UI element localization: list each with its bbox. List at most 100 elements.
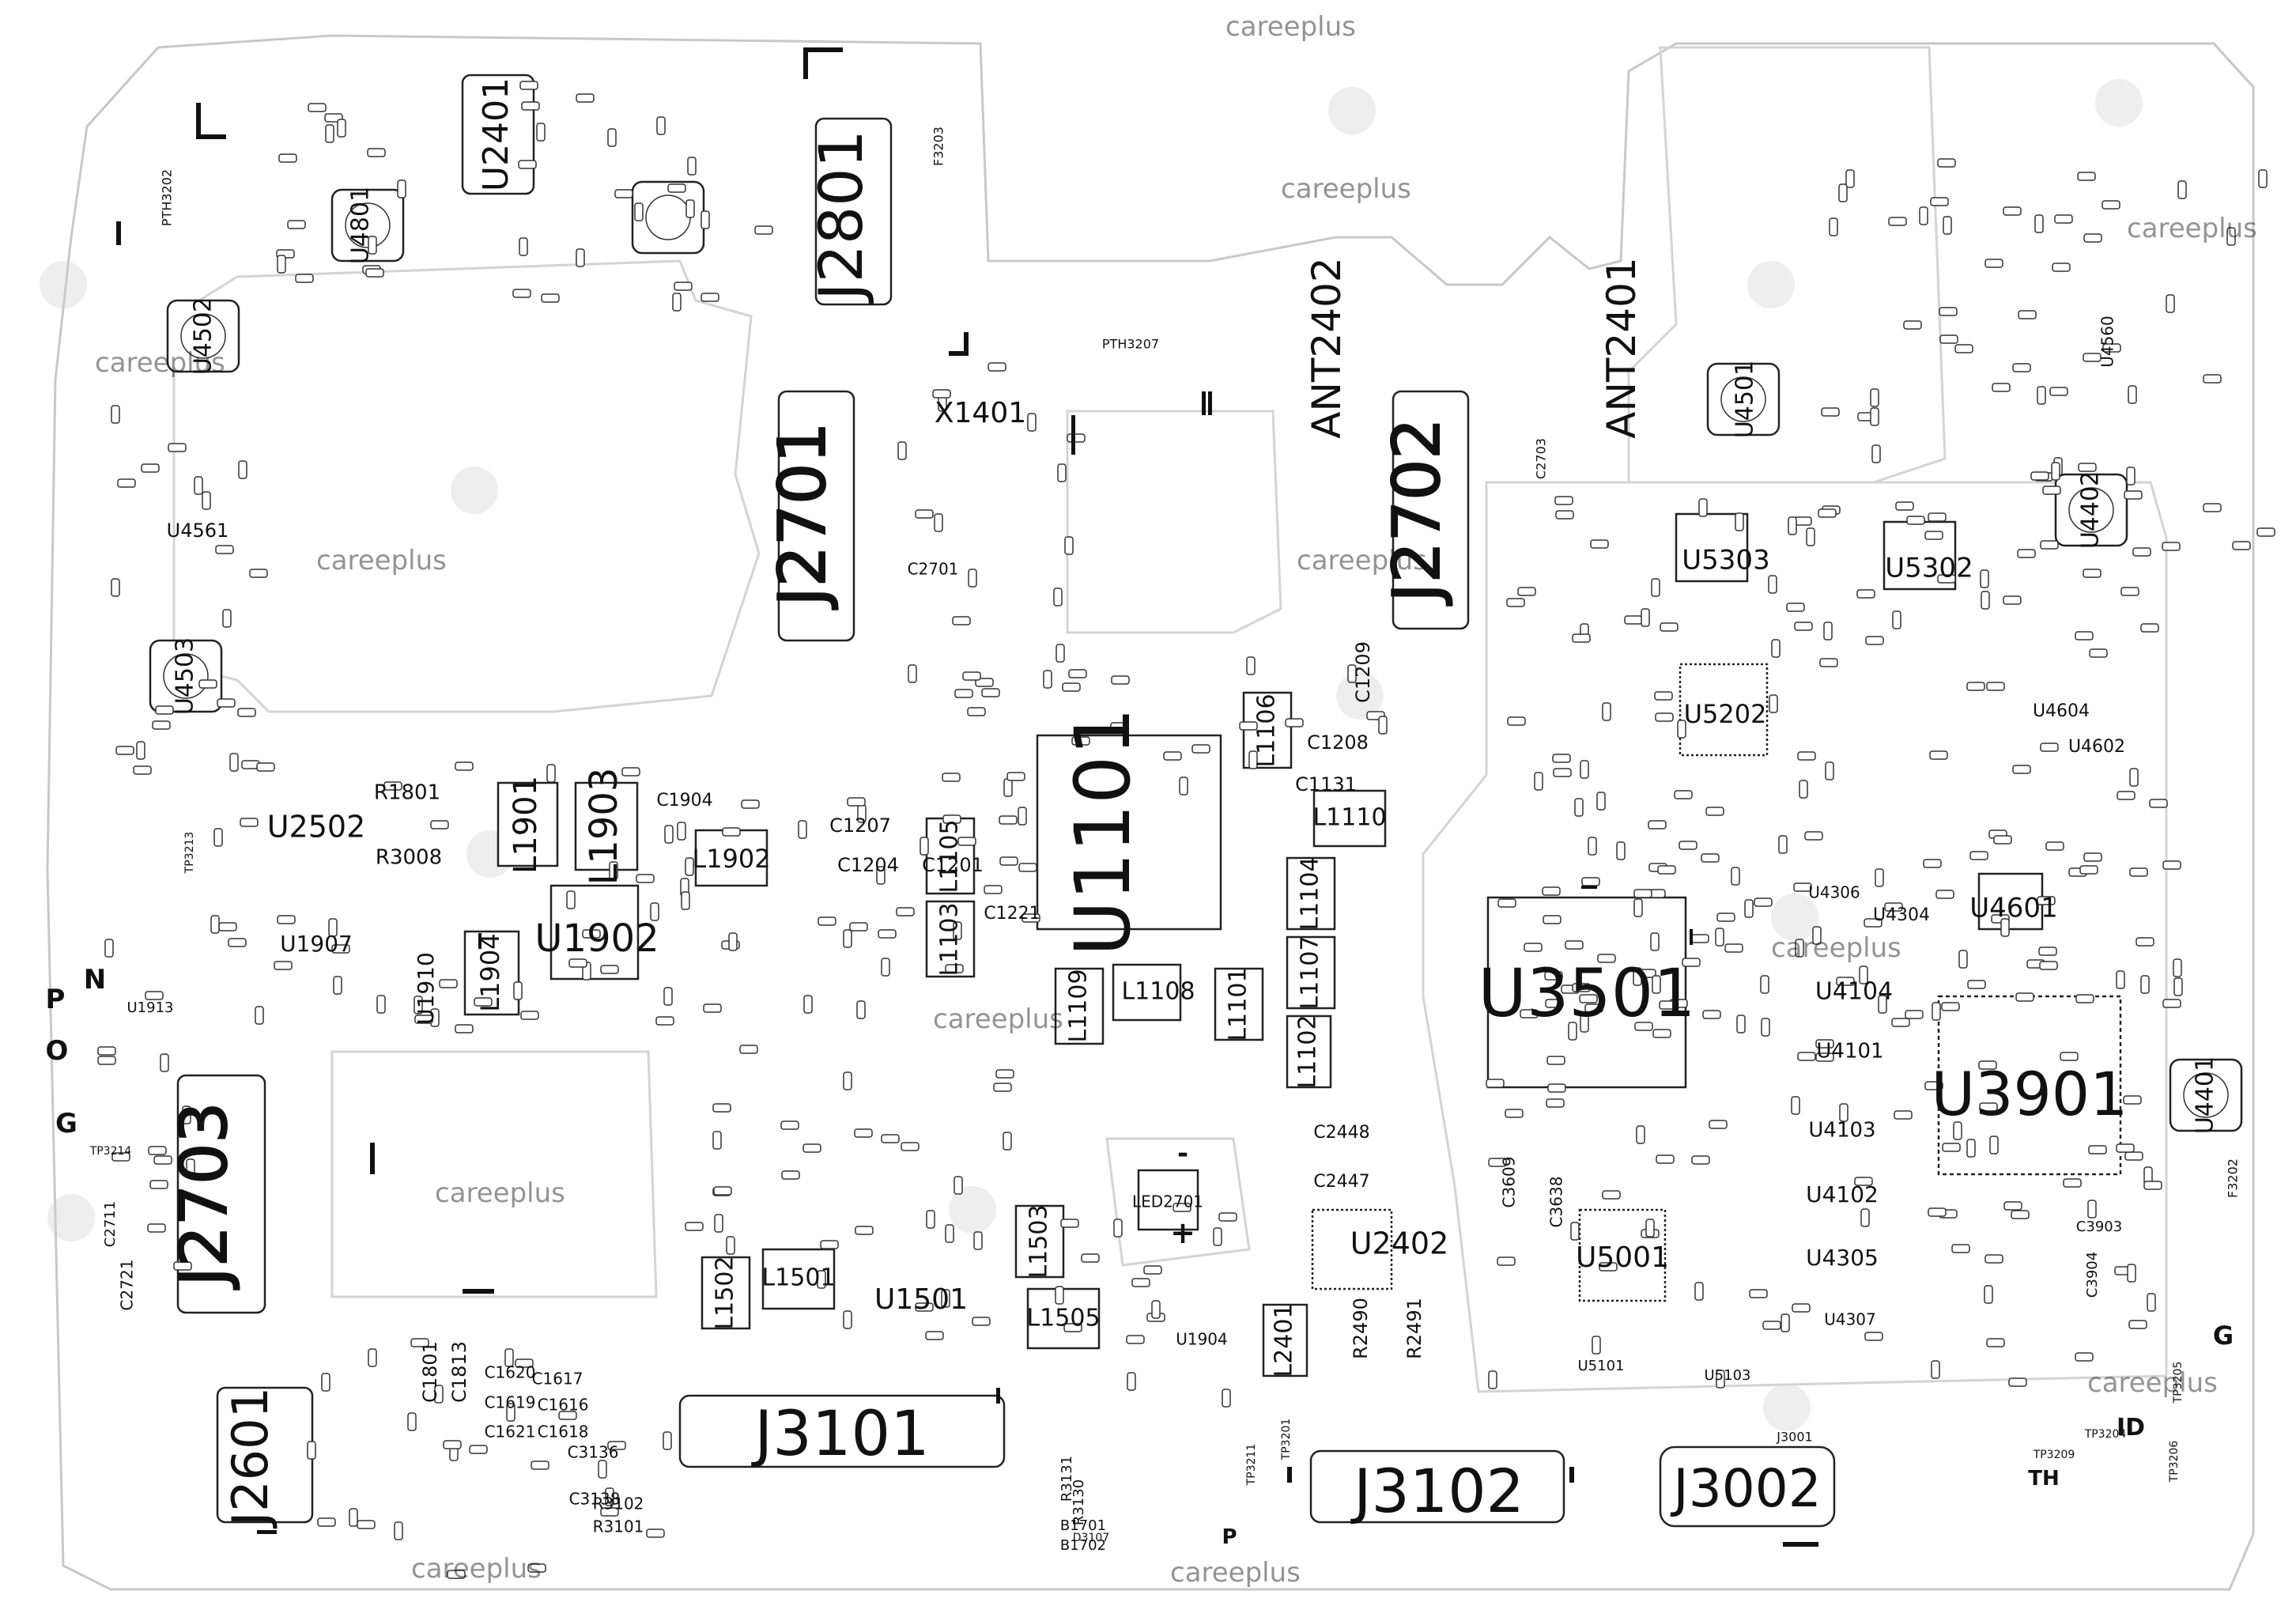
passive-pad bbox=[925, 1331, 944, 1340]
passive-pad bbox=[321, 1373, 330, 1392]
passive-pad bbox=[1892, 610, 1901, 629]
passive-pad bbox=[2040, 743, 2059, 752]
passive-pad bbox=[1081, 1253, 1100, 1263]
passive-pad bbox=[2003, 1201, 2022, 1211]
passive-pad bbox=[881, 1134, 900, 1143]
passive-pad bbox=[1572, 983, 1591, 992]
passive-pad bbox=[1928, 512, 1947, 522]
passive-pad bbox=[2039, 961, 2058, 970]
passive-pad bbox=[198, 679, 217, 689]
passive-pad bbox=[2075, 1352, 2094, 1362]
passive-pad bbox=[1488, 1370, 1497, 1389]
passive-pad bbox=[2075, 994, 2094, 1003]
passive-pad bbox=[1597, 954, 1616, 963]
designator-u4801: U4801 bbox=[347, 187, 375, 264]
passive-pad bbox=[519, 237, 528, 256]
passive-pad bbox=[1553, 768, 1572, 777]
passive-pad bbox=[2042, 486, 2061, 495]
passive-pad bbox=[394, 1521, 403, 1540]
passive-pad bbox=[1064, 536, 1074, 555]
designator-u2402: U2402 bbox=[1350, 1226, 1449, 1261]
passive-pad bbox=[2083, 353, 2102, 362]
passive-pad bbox=[1788, 516, 1797, 535]
passive-pad bbox=[1815, 1039, 1834, 1049]
passive-pad bbox=[1864, 918, 1882, 928]
passive-pad bbox=[1651, 578, 1660, 597]
board-inner-frame-top-right bbox=[1627, 46, 1947, 484]
label-u3901: U3901 bbox=[1931, 1059, 2128, 1129]
passive-pad bbox=[1581, 877, 1600, 886]
passive-pad bbox=[277, 915, 296, 924]
passive-pad bbox=[953, 921, 962, 940]
passive-pad bbox=[1507, 716, 1526, 726]
passive-pad bbox=[915, 1302, 934, 1312]
passive-pad bbox=[957, 837, 976, 846]
passive-pad bbox=[1951, 1244, 1970, 1253]
designator-u1904: U1904 bbox=[1176, 1330, 1228, 1349]
passive-pad bbox=[677, 822, 686, 841]
passive-pad bbox=[1674, 790, 1693, 799]
passive-pad bbox=[1616, 841, 1626, 860]
passive-pad bbox=[434, 1385, 444, 1404]
passive-pad bbox=[655, 1016, 674, 1026]
passive-pad bbox=[1701, 853, 1720, 863]
designator-j3001: J3001 bbox=[1776, 1430, 1812, 1445]
passive-pad bbox=[1596, 792, 1606, 811]
passive-pad bbox=[941, 1289, 950, 1308]
passive-pad bbox=[1378, 716, 1388, 735]
passive-pad bbox=[1888, 217, 1907, 226]
passive-pad bbox=[1781, 1313, 1790, 1332]
passive-pad bbox=[1823, 622, 1833, 641]
passive-pad bbox=[325, 124, 334, 143]
passive-pad bbox=[856, 1000, 866, 1019]
passive-pad bbox=[1505, 1109, 1524, 1118]
passive-pad bbox=[1588, 837, 1597, 856]
passive-pad bbox=[2015, 992, 2034, 1002]
passive-pad bbox=[2162, 999, 2181, 1008]
designator-tp3209: TP3209 bbox=[2033, 1449, 2075, 1461]
passive-pad bbox=[1797, 751, 1816, 761]
passive-pad bbox=[1856, 589, 1875, 599]
designator-c3138: C3138 bbox=[569, 1490, 621, 1509]
passive-pad bbox=[504, 1348, 514, 1367]
passive-pad bbox=[1127, 1372, 1136, 1391]
passive-pad bbox=[439, 979, 458, 988]
designator-u4402: U4402 bbox=[2077, 471, 2105, 549]
watermark-text-item: careeplus bbox=[1170, 1557, 1301, 1589]
silkscreen-mark: G bbox=[2213, 1321, 2234, 1351]
designator-l1103: L1103 bbox=[936, 902, 964, 976]
passive-pad bbox=[317, 1517, 336, 1527]
passive-pad bbox=[1941, 1002, 1960, 1011]
passive-pad bbox=[2140, 975, 2150, 994]
passive-pad bbox=[2173, 977, 2183, 996]
designator-u4560: U4560 bbox=[2098, 316, 2117, 368]
passive-pad bbox=[1486, 1079, 1505, 1088]
passive-pad bbox=[240, 818, 259, 827]
passive-pad bbox=[520, 1011, 539, 1020]
passive-pad bbox=[1057, 463, 1067, 482]
passive-pad bbox=[397, 179, 406, 198]
passive-pad bbox=[1981, 591, 1990, 610]
passive-pad bbox=[1660, 622, 1679, 632]
passive-pad bbox=[519, 81, 538, 90]
designator-r3130: R3130 bbox=[1071, 1479, 1087, 1525]
passive-pad bbox=[714, 1214, 723, 1233]
designator-r3102: R3102 bbox=[593, 1495, 644, 1513]
passive-pad bbox=[229, 753, 239, 772]
designator-u1910: U1910 bbox=[413, 952, 439, 1025]
passive-pad bbox=[685, 199, 695, 218]
passive-pad bbox=[1173, 1203, 1191, 1212]
passive-pad bbox=[2203, 374, 2222, 384]
passive-pad bbox=[972, 1317, 991, 1326]
passive-pad bbox=[558, 1411, 577, 1420]
j3102-connector bbox=[1309, 1449, 1565, 1524]
passive-pad bbox=[1143, 1265, 1162, 1275]
designator-c3904: C3904 bbox=[2084, 1252, 2101, 1298]
passive-pad bbox=[541, 293, 560, 303]
silkscreen-mark: O bbox=[46, 1035, 69, 1067]
passive-pad bbox=[1648, 820, 1667, 829]
label-j3002: J3002 bbox=[1670, 1458, 1821, 1519]
passive-pad bbox=[249, 569, 268, 578]
passive-pad bbox=[634, 202, 644, 221]
